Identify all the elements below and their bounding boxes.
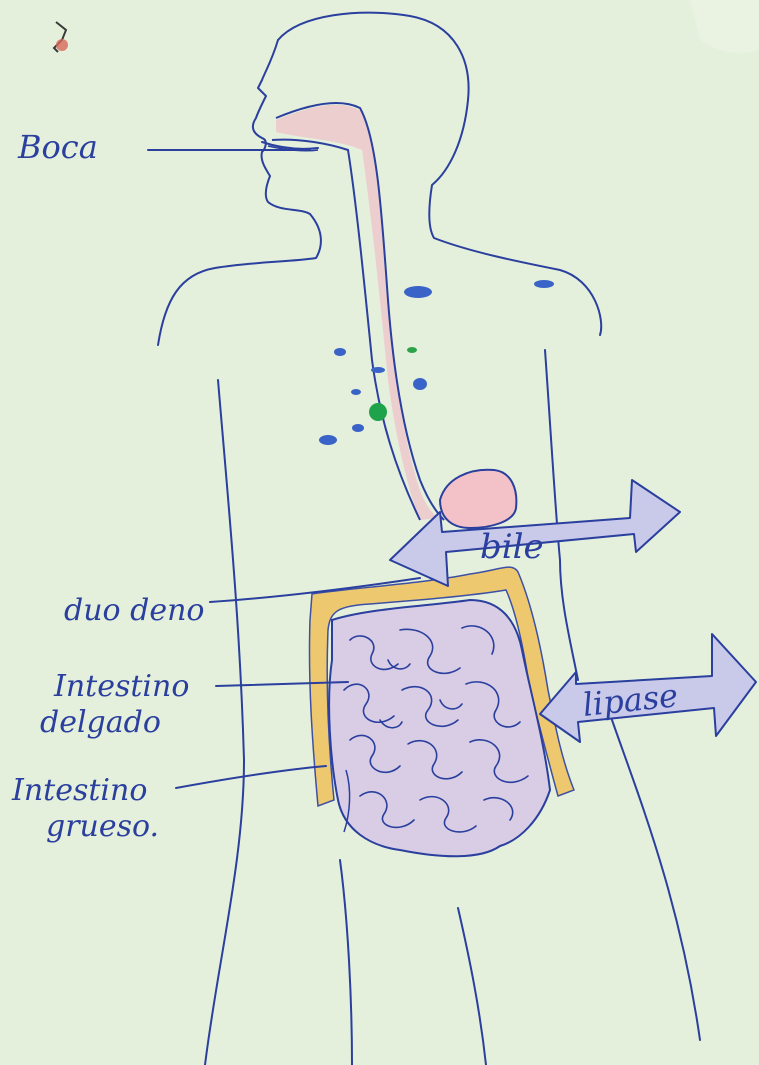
- label-duodeno: duo deno: [64, 593, 204, 628]
- bile-arrow-label: bile: [480, 527, 544, 567]
- small-intestine: [329, 600, 550, 856]
- label-intestino-grueso-line2: grueso.: [46, 809, 159, 844]
- label-boca: Boca: [17, 128, 98, 166]
- label-intestino-delgado-line2: delgado: [40, 705, 161, 740]
- label-intestino-grueso-line1: Intestino: [11, 773, 147, 808]
- label-intestino-delgado-line1: Intestino: [53, 669, 189, 704]
